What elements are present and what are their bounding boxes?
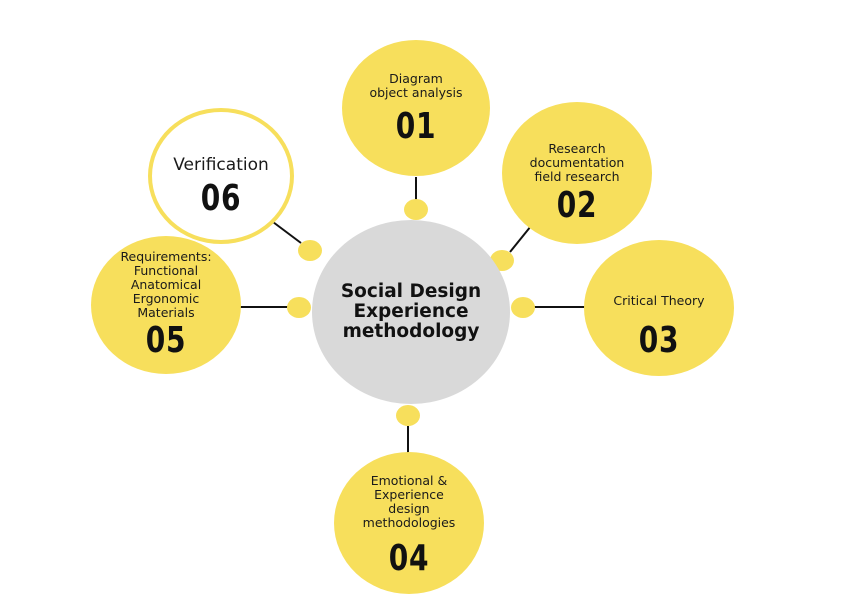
connector-dot-03 — [511, 297, 535, 318]
node-05: Requirements: Functional Anatomical Ergo… — [91, 236, 241, 374]
node-06: Verification 06 — [148, 108, 294, 244]
node-02: Research documentation field research 02 — [502, 102, 652, 244]
node-01-number: 01 — [395, 106, 437, 147]
connector-dot-05 — [287, 297, 311, 318]
node-03: Critical Theory 03 — [584, 240, 734, 376]
node-06-label: Verification — [173, 155, 269, 175]
node-04: Emotional & Experience design methodolog… — [334, 452, 484, 594]
node-01: Diagram object analysis 01 — [342, 40, 490, 176]
connector-dot-01 — [404, 199, 428, 220]
connector-06 — [272, 221, 302, 244]
node-01-label: Diagram object analysis — [369, 71, 463, 100]
node-06-number: 06 — [200, 178, 242, 219]
node-02-label: Research documentation field research — [529, 141, 625, 184]
connector-dot-06 — [298, 240, 322, 261]
node-02-number: 02 — [556, 185, 598, 226]
node-03-number: 03 — [638, 320, 680, 361]
node-04-number: 04 — [388, 538, 430, 579]
connector-02 — [509, 225, 532, 253]
node-04-label: Emotional & Experience design methodolog… — [362, 473, 456, 530]
center-title: Social Design Experience methodology — [340, 281, 482, 342]
node-03-label: Critical Theory — [613, 293, 705, 308]
center-node: Social Design Experience methodology — [312, 220, 510, 404]
node-05-number: 05 — [145, 320, 187, 361]
connector-dot-04 — [396, 405, 420, 426]
node-05-label: Requirements: Functional Anatomical Ergo… — [120, 249, 212, 320]
